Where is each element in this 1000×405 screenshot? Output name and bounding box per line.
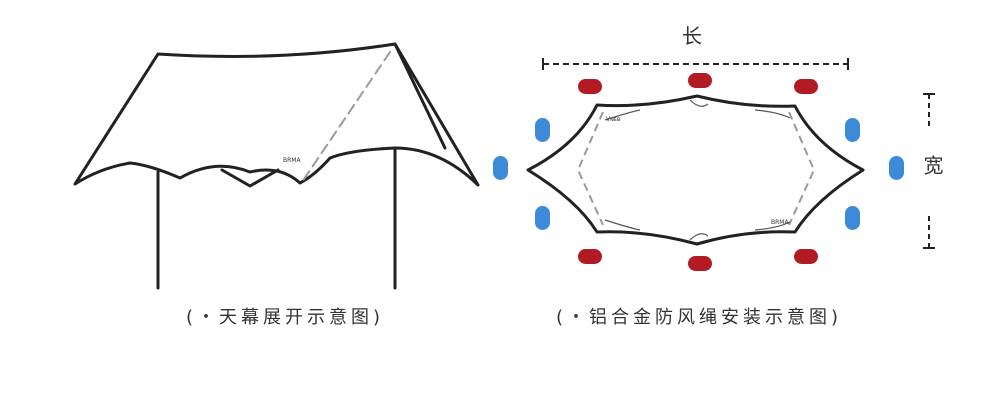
tarp-notch xyxy=(220,168,280,188)
blue-stake-icon xyxy=(493,156,508,180)
blue-stake-icon xyxy=(535,118,550,142)
guy-rope-brand-mark-top: Vɴᴇʙ xyxy=(606,116,621,123)
length-label: 长 xyxy=(682,24,702,48)
tarp-expanded-caption: (・天幕展开示意图) xyxy=(186,307,385,328)
tarp-fold-line xyxy=(393,42,447,150)
length-dimension xyxy=(542,58,849,70)
guy-rope-brand-mark-bottom: BRMA xyxy=(771,219,789,226)
guy-rope-diagram xyxy=(493,58,935,271)
width-dimension xyxy=(923,93,935,249)
red-stake-icon xyxy=(794,249,818,264)
blue-stakes xyxy=(493,118,904,230)
tension-arrows xyxy=(604,99,791,241)
red-stake-icon xyxy=(688,256,712,271)
guy-rope-caption: (・铝合金防风绳安装示意图) xyxy=(556,307,843,328)
tarp-top-view-outline xyxy=(526,94,865,246)
red-stakes xyxy=(578,73,818,271)
tarp-brand-mark: BRMA xyxy=(283,157,301,164)
blue-stake-icon xyxy=(845,118,860,142)
blue-stake-icon xyxy=(535,206,550,230)
tarp-outline xyxy=(73,42,480,187)
blue-stake-icon xyxy=(889,156,904,180)
red-stake-icon xyxy=(688,73,712,88)
tarp-expanded-diagram xyxy=(73,42,480,290)
blue-stake-icon xyxy=(845,206,860,230)
red-stake-icon xyxy=(578,79,602,94)
red-stake-icon xyxy=(794,79,818,94)
width-label: 宽 xyxy=(920,155,944,175)
red-stake-icon xyxy=(578,249,602,264)
tarp-dashed-diagonal xyxy=(301,51,391,183)
